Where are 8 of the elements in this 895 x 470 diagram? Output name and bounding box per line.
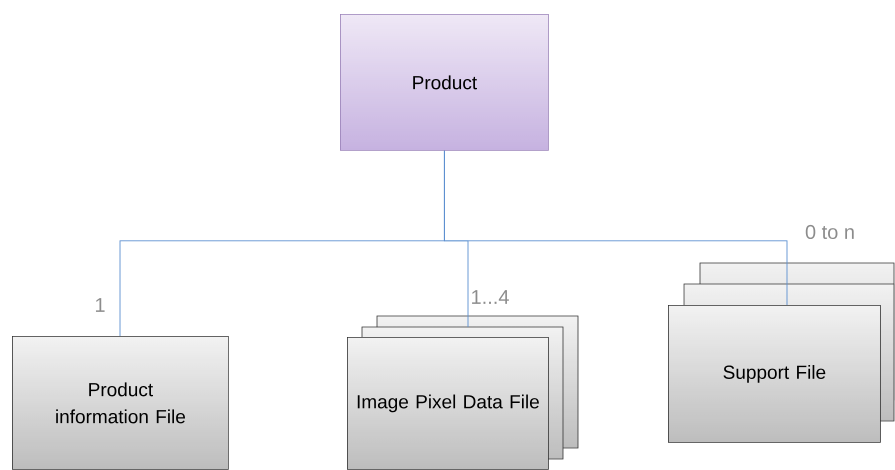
edge-label: 1...4	[472, 290, 509, 304]
document-stack: Image Pixel Data File	[347, 316, 578, 470]
connector	[444, 150, 788, 306]
edge-label: 1	[96, 298, 105, 312]
process-box: Product information File	[12, 336, 229, 470]
document-stack: Support File	[668, 262, 894, 443]
process-box: Product	[340, 14, 549, 151]
edge-label: 0 to n	[806, 224, 854, 240]
